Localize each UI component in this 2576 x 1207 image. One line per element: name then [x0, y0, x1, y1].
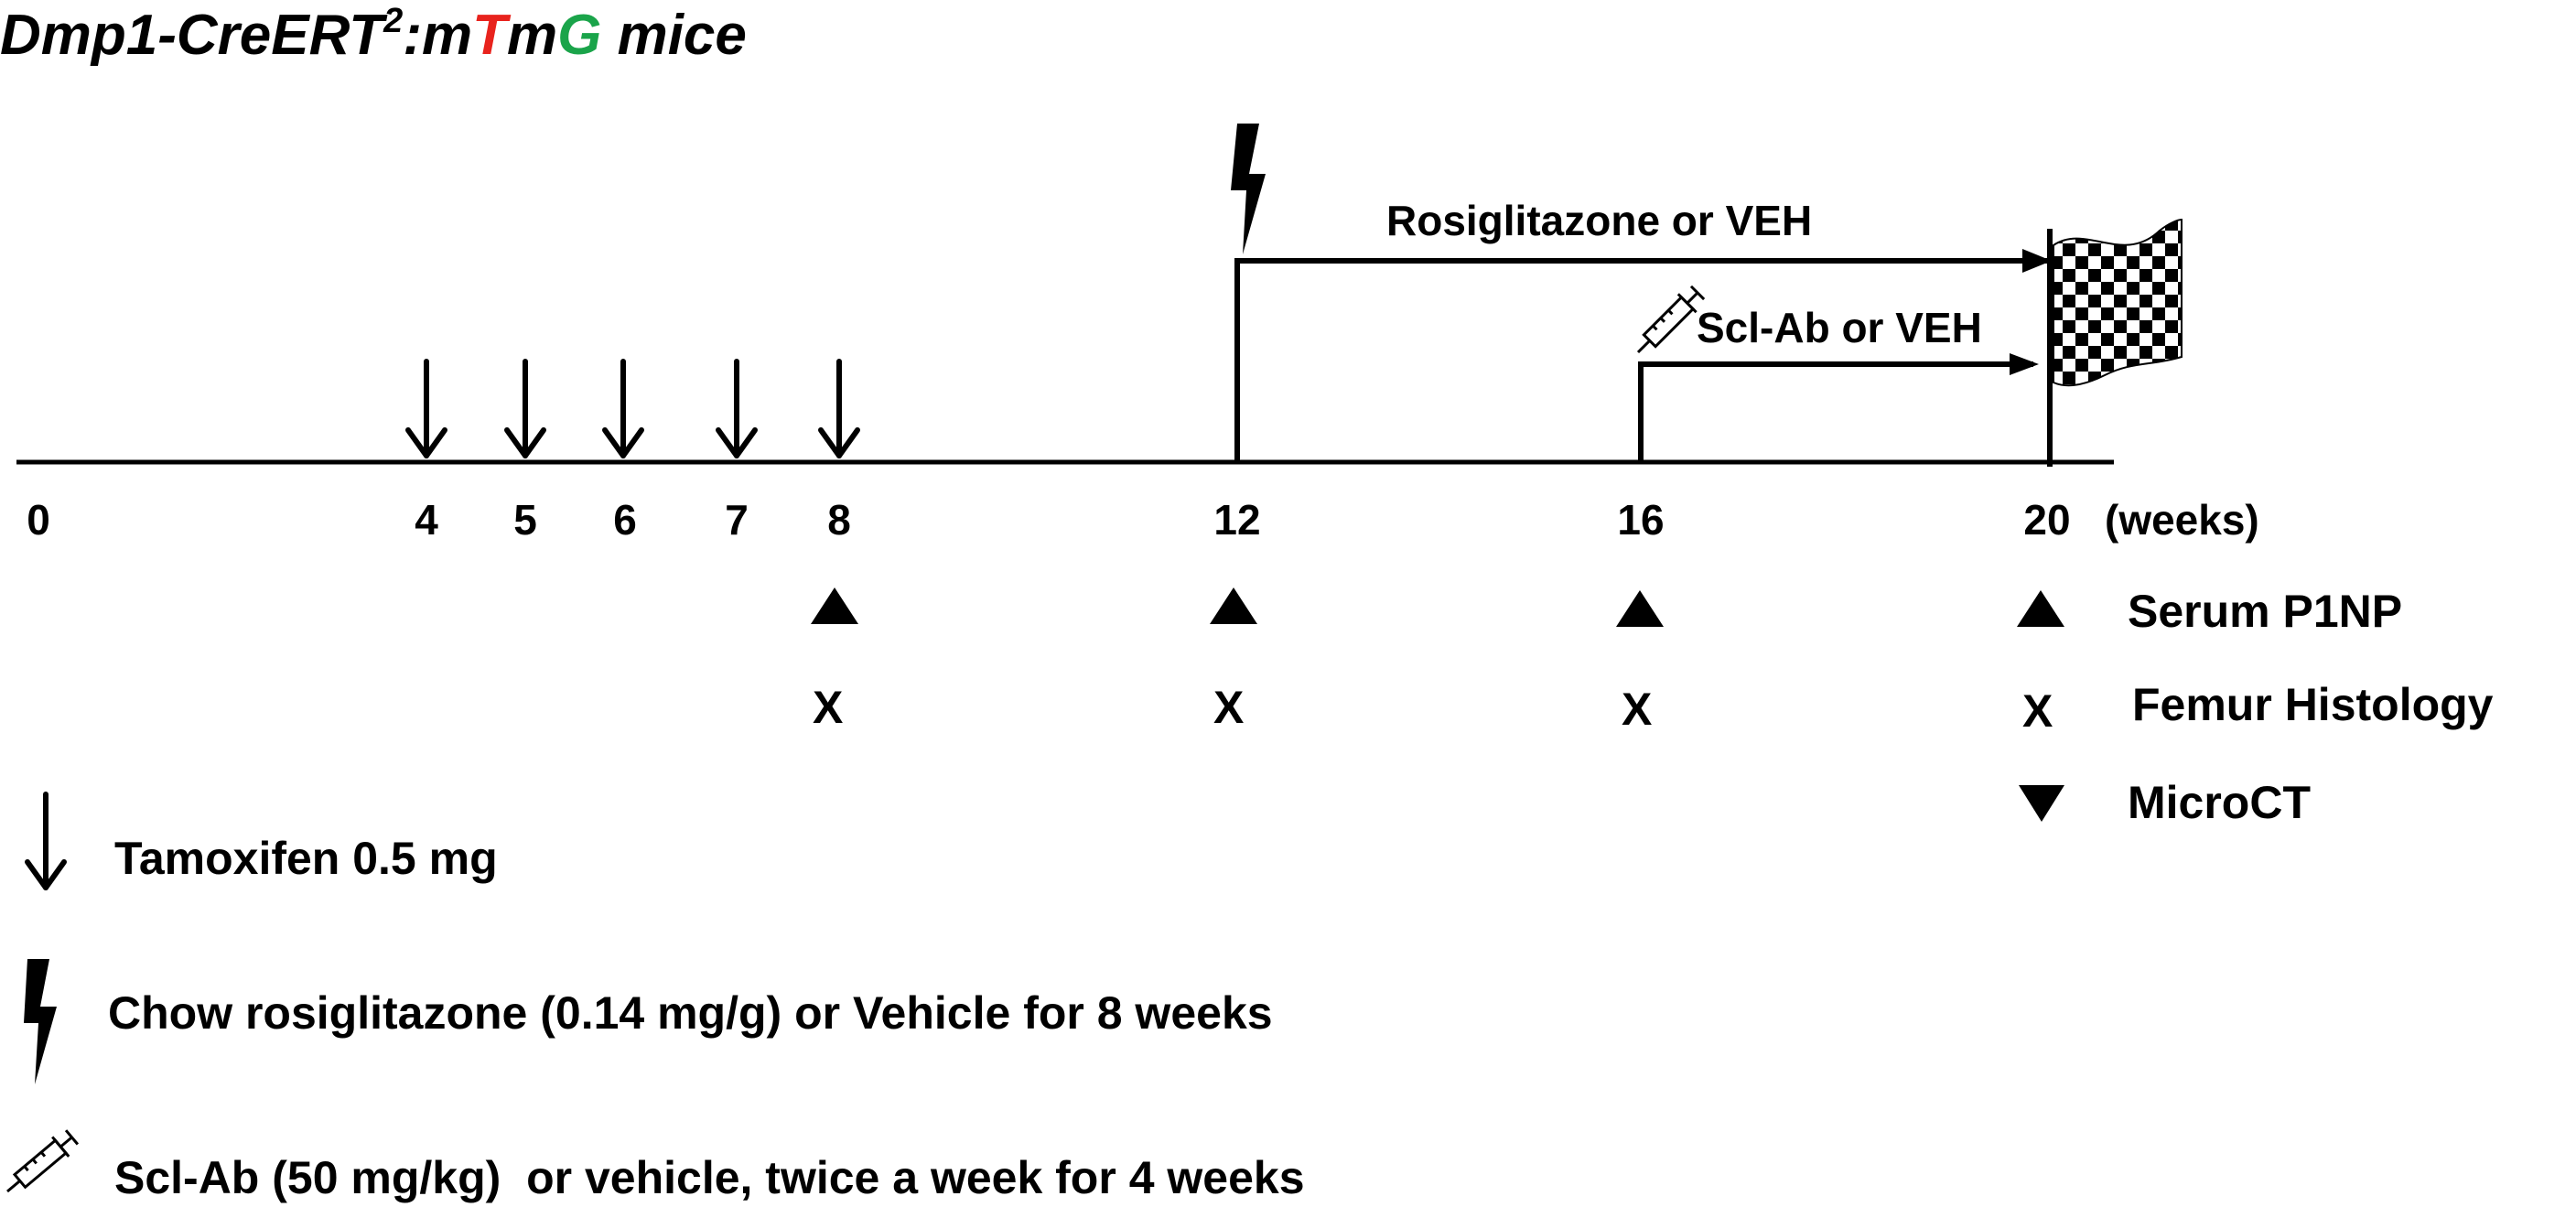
legend-sclab: Scl-Ab (50 mg/kg) or vehicle, twice a we… [114, 1152, 1305, 1203]
sclab-arrowhead [2010, 353, 2039, 375]
rosi-arrowhead [2022, 249, 2052, 273]
down-arrow-icon [405, 359, 447, 458]
lightning-bolt-icon [24, 959, 57, 1084]
down-arrow-icon [602, 359, 644, 458]
triangle-down-icon [2019, 785, 2064, 822]
legend-microct: MicroCT [2128, 777, 2311, 828]
down-arrow-icon [504, 359, 546, 458]
legend-femur-histology: Femur Histology [2132, 679, 2494, 730]
triangle-up-icon [2017, 590, 2064, 627]
syringe-icon [6, 1129, 80, 1193]
triangle-up-icon [811, 587, 858, 624]
lightning-bolt-icon [1231, 124, 1266, 254]
checkered-flag-icon [2047, 218, 2183, 467]
tick-label: 0 [27, 496, 50, 544]
syringe-icon [1636, 285, 1706, 354]
tick-label: 16 [1617, 496, 1665, 544]
legend-serum-p1np: Serum P1NP [2128, 586, 2403, 637]
rosiglitazone-bracket [1234, 256, 2049, 462]
sclab-bracket [1638, 361, 2033, 462]
rosiglitazone-label: Rosiglitazone or VEH [1386, 197, 1813, 244]
tick-label: 20 [2023, 496, 2071, 544]
title-green-g: G [557, 4, 602, 67]
legend-tamoxifen: Tamoxifen 0.5 mg [114, 833, 498, 884]
tick-label: 12 [1213, 496, 1261, 544]
down-arrow-icon [716, 359, 758, 458]
sclab-label: Scl-Ab or VEH [1697, 304, 1982, 351]
histology-mark: X [1622, 684, 1653, 735]
legend-histology-symbol: X [2022, 685, 2053, 737]
histology-mark: X [813, 682, 844, 733]
down-arrow-icon [818, 359, 860, 458]
tick-label: 5 [513, 496, 537, 544]
axis-units: (weeks) [2105, 496, 2259, 544]
tick-label: 8 [827, 496, 851, 544]
tick-label: 7 [725, 496, 749, 544]
page-title: Dmp1-CreERT2:mTmG mice [0, 2, 747, 67]
triangle-up-icon [1210, 587, 1257, 624]
triangle-up-icon [1616, 590, 1664, 627]
tick-label: 6 [613, 496, 637, 544]
histology-mark: X [1213, 682, 1245, 733]
down-arrow-icon [25, 792, 67, 890]
tick-label: 4 [415, 496, 438, 544]
tamoxifen-arrows [405, 359, 860, 458]
title-red-t: T [472, 4, 507, 67]
legend-chow: Chow rosiglitazone (0.14 mg/g) or Vehicl… [108, 987, 1273, 1039]
